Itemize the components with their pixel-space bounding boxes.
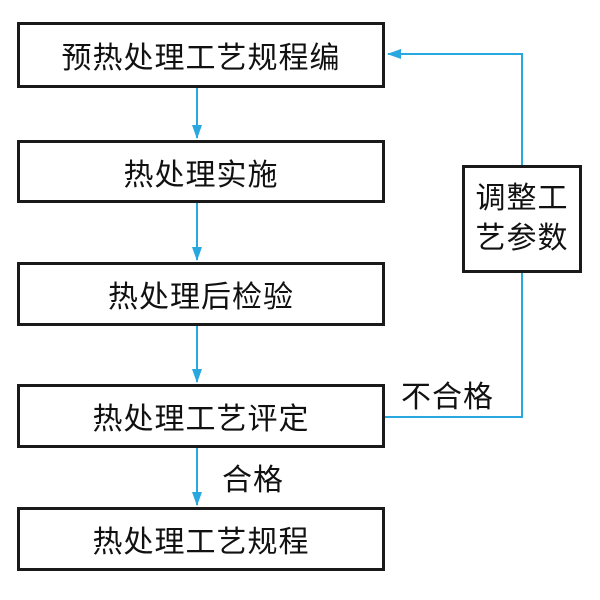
- step-2-box: 热处理实施: [17, 140, 385, 203]
- step-1-label: 预热处理工艺规程编: [61, 41, 341, 76]
- step-5-label: 热处理工艺规程: [92, 525, 310, 560]
- step-4-box: 热处理工艺评定: [17, 384, 385, 448]
- step-3-box: 热处理后检验: [17, 262, 385, 326]
- step-3-label: 热处理后检验: [108, 280, 294, 315]
- step-4-label: 热处理工艺评定: [92, 402, 310, 437]
- feedback-arrow-to-step1: [387, 49, 523, 165]
- pass-label: 合格: [222, 463, 284, 498]
- step-2-label: 热处理实施: [123, 157, 279, 193]
- feedback-line-to-adjust: [385, 273, 523, 418]
- fail-label: 不合格: [401, 380, 494, 415]
- adjust-params-line2: 艺参数: [475, 221, 569, 256]
- step-5-box: 热处理工艺规程: [17, 507, 385, 571]
- step-1-box: 预热处理工艺规程编: [17, 22, 385, 88]
- adjust-params-line1: 调整工: [475, 181, 569, 216]
- adjust-params-box: 调整工 艺参数: [462, 165, 582, 273]
